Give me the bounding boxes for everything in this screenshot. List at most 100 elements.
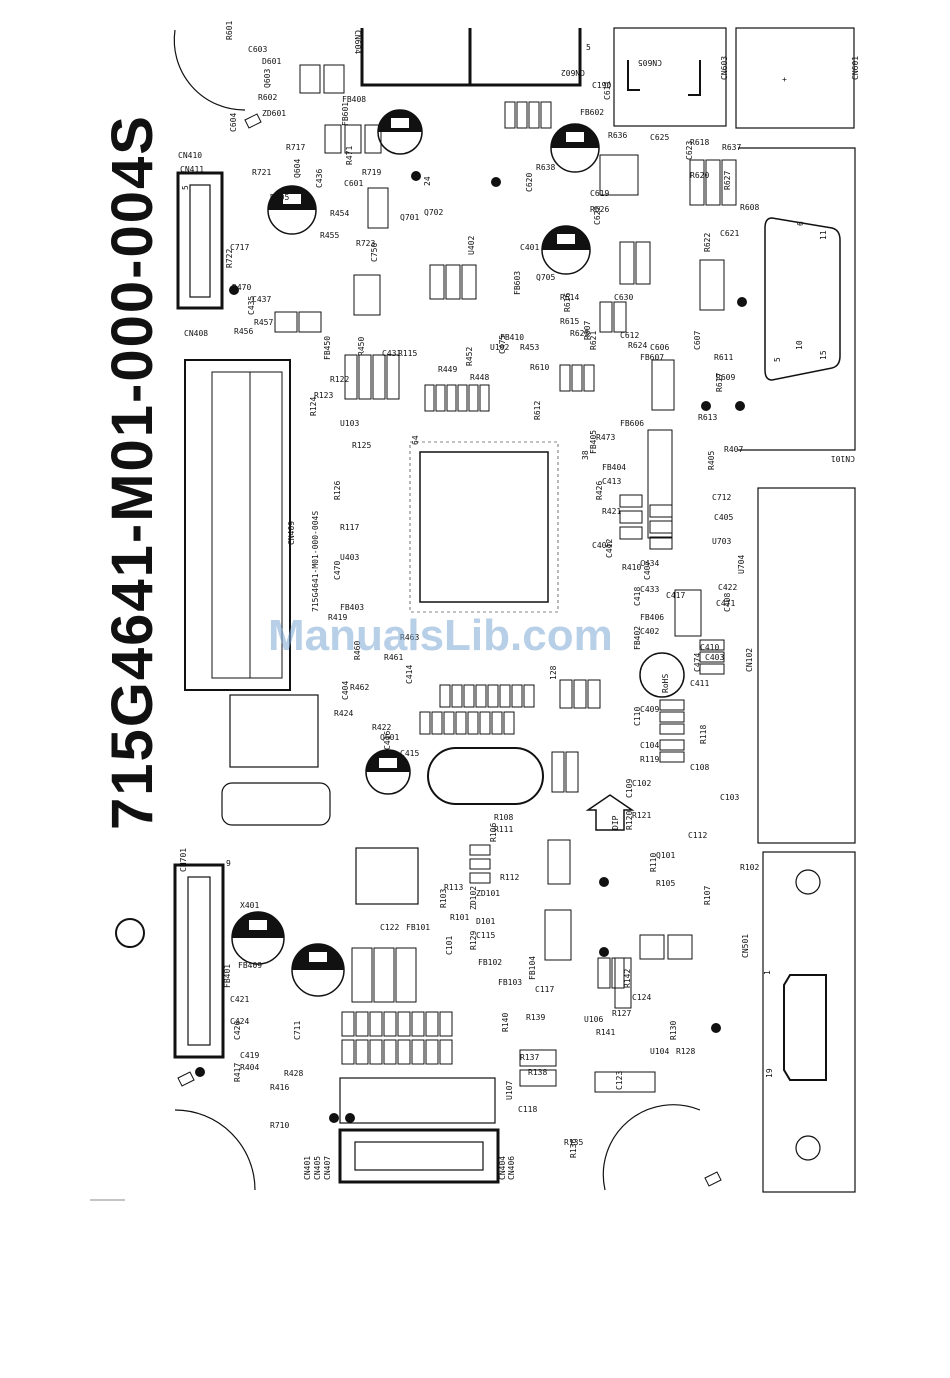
smd-component (499, 684, 511, 708)
smd-component (674, 589, 702, 637)
component-ref-label: R609 (716, 373, 735, 382)
fuse-r710 (221, 782, 331, 826)
component-ref-label: R455 (320, 231, 339, 240)
component-ref-label: C416 (383, 731, 392, 750)
component-ref-label: C190 (592, 81, 611, 90)
component-ref-label: R721 (252, 168, 271, 177)
smd-component (516, 101, 528, 129)
connector-label: CN411 (180, 165, 204, 174)
component-ref-label: C401 (520, 243, 539, 252)
screw-mark (244, 113, 262, 129)
smd-component (395, 947, 417, 1003)
smd-component (369, 1039, 383, 1065)
smd-component (705, 159, 721, 206)
connector-label: CN605 (638, 58, 662, 67)
smd-component (341, 1039, 355, 1065)
smd-component (619, 494, 643, 508)
component-ref-label: C712 (712, 493, 731, 502)
smd-component (469, 844, 491, 856)
component-ref-label: R424 (334, 709, 353, 718)
connector-cn102-body (757, 487, 856, 844)
component-ref-label: U703 (712, 537, 731, 546)
component-ref-label: C415 (400, 749, 419, 758)
smd-component (659, 699, 685, 711)
component-ref-label: R602 (258, 93, 277, 102)
smd-component (467, 711, 479, 735)
component-ref-label: C622 (593, 206, 602, 225)
smd-component (651, 359, 675, 411)
rohs-circle (639, 652, 685, 698)
component-ref-label: R471 (345, 146, 354, 165)
component-ref-label: R101 (450, 913, 469, 922)
connector-label: CN410 (178, 151, 202, 160)
component-ref-label: R128 (676, 1047, 695, 1056)
smd-component (540, 101, 552, 129)
smd-component (699, 663, 725, 675)
regulator-u701 (355, 847, 419, 905)
smd-component (619, 510, 643, 524)
via-dot (737, 297, 747, 307)
pin-number: 10 (795, 340, 804, 350)
smd-component (353, 274, 381, 316)
component-ref-label: R622 (703, 233, 712, 252)
component-ref-label: C404 (341, 681, 350, 700)
smd-component (689, 159, 705, 206)
smd-component (544, 909, 572, 961)
smd-component (613, 301, 627, 333)
component-ref-label: C124 (632, 993, 651, 1002)
smd-component (503, 711, 515, 735)
mounting-hole-arc (602, 1104, 701, 1191)
connector-cn605-body (613, 27, 727, 127)
smd-component (443, 711, 455, 735)
component-ref-label: C474 (693, 653, 702, 672)
connector-label: CN401 (303, 1156, 312, 1180)
component-ref-label: R108 (494, 813, 513, 822)
component-ref-label: C101 (445, 936, 454, 955)
smd-component (425, 1039, 439, 1065)
component-ref-label: D601 (262, 57, 281, 66)
component-ref-label: R407 (724, 445, 743, 454)
silkscreen-part-number: 715G4641-M01-000-004S (311, 511, 320, 612)
connector-label: CN701 (179, 848, 188, 872)
component-ref-label: R470 (232, 283, 251, 292)
component-ref-label: R473 (596, 433, 615, 442)
component-ref-label: C437 (252, 295, 271, 304)
smd-component (583, 364, 595, 392)
component-ref-label: C625 (650, 133, 669, 142)
component-ref-label: U104 (650, 1047, 669, 1056)
smd-component (659, 739, 685, 751)
dip-label: DIP (611, 815, 620, 830)
component-ref-label: C413 (602, 477, 621, 486)
component-ref-label: U106 (584, 1015, 603, 1024)
component-ref-label: R405 (707, 451, 716, 470)
component-ref-label: R722 (225, 249, 234, 268)
component-ref-label: FB102 (478, 958, 502, 967)
component-ref-label: C623 (685, 141, 694, 160)
component-ref-label: Q604 (293, 159, 302, 178)
connector-label: CN404 (498, 1156, 507, 1180)
component-ref-label: R135 (564, 1138, 583, 1147)
component-ref-label: FB103 (498, 978, 522, 987)
smd-component (431, 711, 443, 735)
pin-number: 9 (226, 859, 231, 868)
pin-number: 24 (423, 176, 432, 186)
smd-component (299, 64, 321, 94)
smd-component (439, 1039, 453, 1065)
smd-component (274, 311, 298, 333)
smd-component (659, 711, 685, 723)
component-ref-label: C475 (498, 335, 507, 354)
smd-component (469, 858, 491, 870)
smd-component (411, 1039, 425, 1065)
component-ref-label: C426 (233, 1021, 242, 1040)
via-dot (329, 1113, 339, 1123)
pin-number: 19 (765, 1068, 774, 1078)
mount-hole (795, 1135, 821, 1161)
component-ref-label: C604 (229, 113, 238, 132)
smd-component (699, 651, 725, 663)
component-ref-label: C118 (518, 1105, 537, 1114)
mounting-hole-arc (174, 1109, 256, 1191)
pin-number: 5 (586, 43, 591, 52)
smd-component (439, 684, 451, 708)
component-ref-label: C471 (716, 599, 735, 608)
smd-component (559, 679, 573, 709)
